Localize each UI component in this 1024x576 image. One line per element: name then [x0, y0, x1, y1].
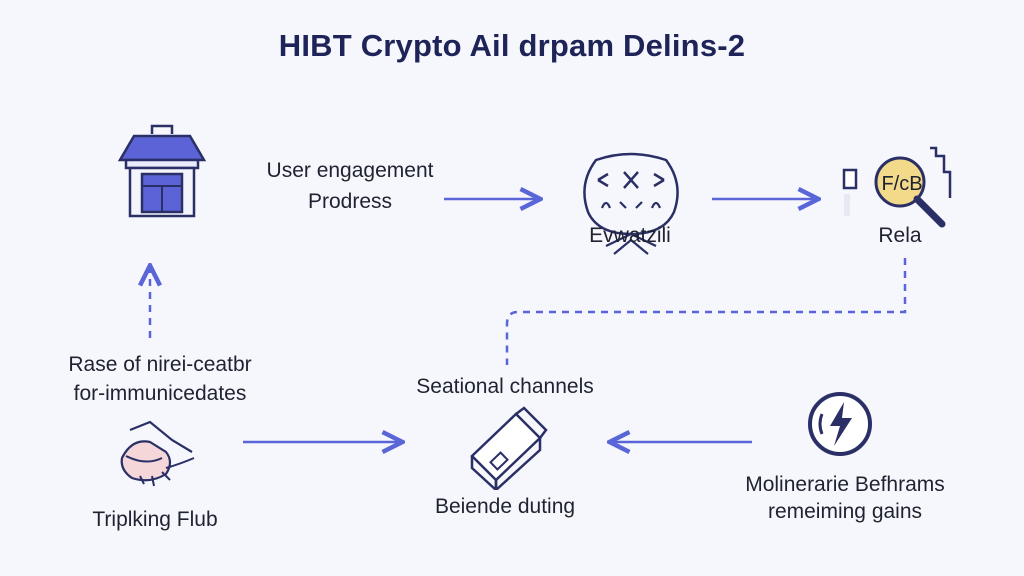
rise-line2: for-immunicedates	[73, 382, 247, 406]
dashed-connector-rela-to-seational	[505, 258, 907, 365]
engagement-line2: Prodress	[307, 190, 393, 214]
rise-line1: Rase of nirei-ceatbr	[68, 353, 252, 376]
engagement-line1: User engagement	[266, 159, 434, 182]
evaluation-label: Evwatzili	[589, 224, 671, 247]
beiende-label: Beiende duting	[434, 495, 576, 518]
seational-label: Seational channels	[416, 375, 594, 398]
molinerarie-line2: remeiming gains	[767, 500, 923, 524]
molinerarie-line1: Molinerarie Befhrams	[745, 473, 945, 496]
magnifier-icon: F/cB	[842, 146, 952, 228]
molinerarie-label: Molinerarie Befhrams remeiming gains	[700, 472, 990, 524]
building-icon	[117, 124, 207, 218]
page-title: HIBT Crypto Ail drpam Delins-2	[278, 28, 746, 63]
rise-label: Rase of nirei-ceatbr for-immunicedates	[20, 352, 300, 406]
rela-label: Rela	[878, 224, 922, 247]
tripking-label: Triplking Flub	[92, 508, 218, 531]
magnifier-badge: F/cB	[881, 173, 922, 195]
hand-icon	[120, 420, 195, 487]
box-icon	[470, 406, 548, 490]
mask-icon	[583, 152, 679, 255]
lightning-icon	[808, 392, 872, 456]
engagement-label: User engagement Prodress	[230, 158, 470, 214]
